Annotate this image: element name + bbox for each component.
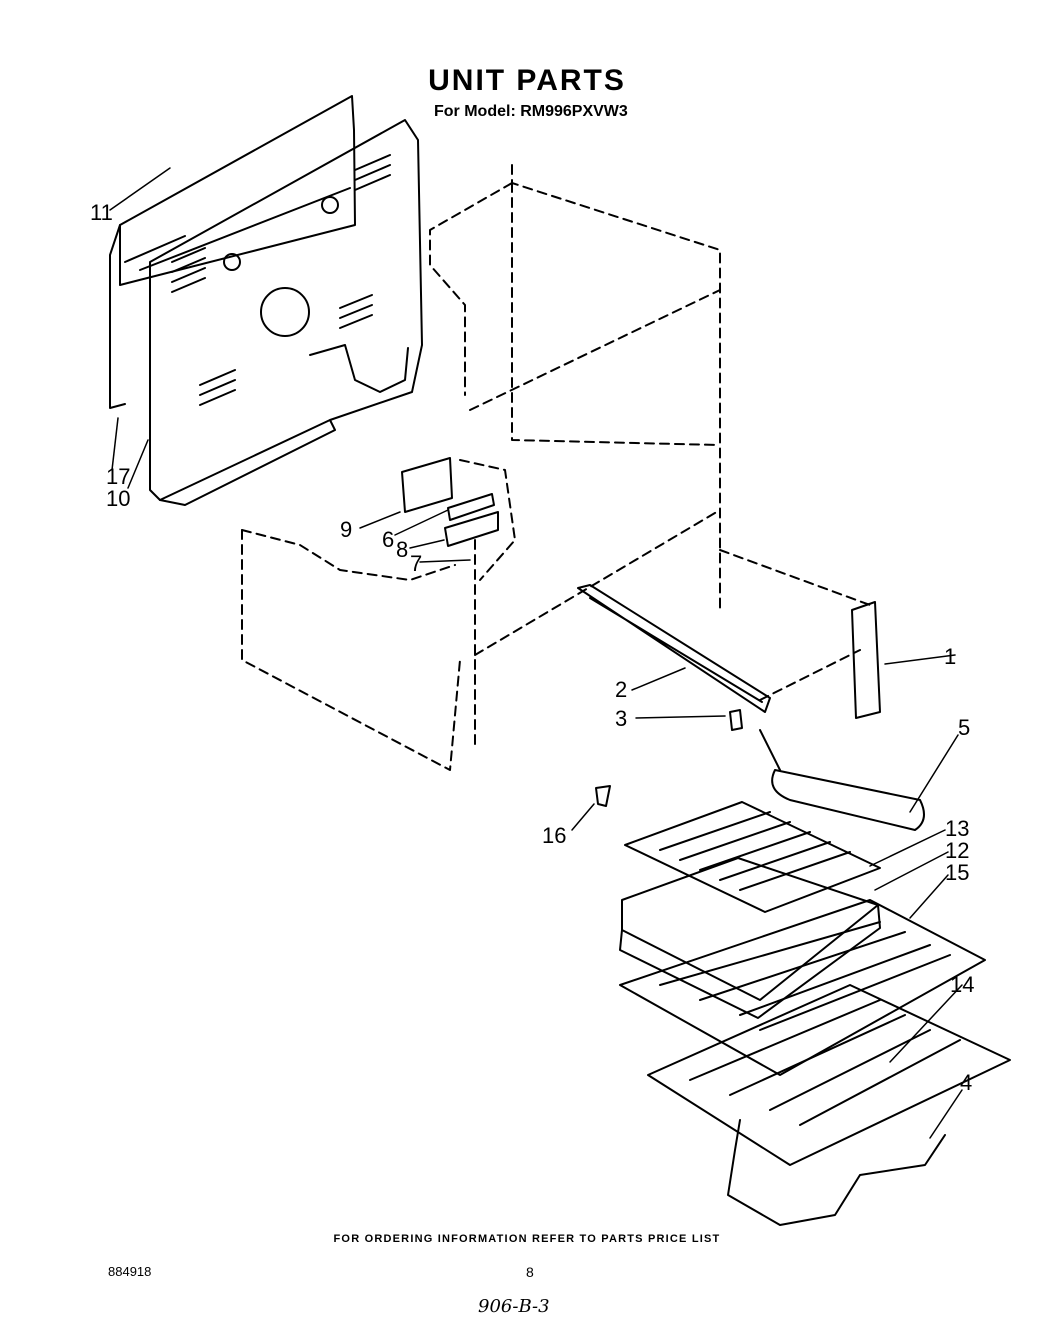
callout-12: 12 [945, 838, 969, 863]
cabinet-frame [241, 164, 871, 771]
callout-5: 5 [958, 715, 970, 740]
callout-8: 8 [396, 537, 408, 562]
callout-16: 16 [542, 823, 566, 848]
oven-rack [619, 899, 986, 1076]
broil-element [759, 729, 925, 831]
broiler-grid [624, 801, 881, 913]
callout-7: 7 [410, 551, 422, 576]
control-bracket [401, 457, 499, 547]
callout-11: 11 [90, 200, 113, 225]
page-number: 8 [526, 1264, 534, 1280]
grommet [595, 785, 611, 807]
callout-1: 1 [944, 644, 956, 669]
rear-panel [109, 95, 356, 409]
bake-element [727, 1119, 946, 1226]
clip [729, 709, 743, 731]
page-title: UNIT PARTS [428, 64, 626, 97]
document-number: 884918 [108, 1264, 152, 1279]
drawer-rail [577, 584, 771, 713]
back-wall [149, 119, 423, 506]
callout-13: 13 [945, 816, 969, 841]
broiler-pan [619, 857, 881, 1019]
callout-4: 4 [960, 1070, 972, 1095]
model-line: For Model: RM996PXVW3 [434, 103, 628, 120]
callout-17: 17 [106, 464, 130, 489]
callout-10: 10 [106, 486, 130, 511]
leader-lines [109, 167, 963, 1139]
handwritten-note: 906-B-3 [478, 1296, 550, 1317]
callout-labels: 1 2 3 4 5 6 7 8 9 10 11 12 13 14 15 16 1… [90, 200, 974, 1095]
ordering-note: FOR ORDERING INFORMATION REFER TO PARTS … [333, 1233, 721, 1245]
callout-6: 6 [382, 527, 394, 552]
side-trim [851, 601, 881, 719]
callout-9: 9 [340, 517, 352, 542]
lower-rack [647, 984, 1011, 1166]
callout-14: 14 [950, 972, 974, 997]
callout-2: 2 [615, 677, 627, 702]
callout-3: 3 [615, 706, 627, 731]
callout-15: 15 [945, 860, 969, 885]
